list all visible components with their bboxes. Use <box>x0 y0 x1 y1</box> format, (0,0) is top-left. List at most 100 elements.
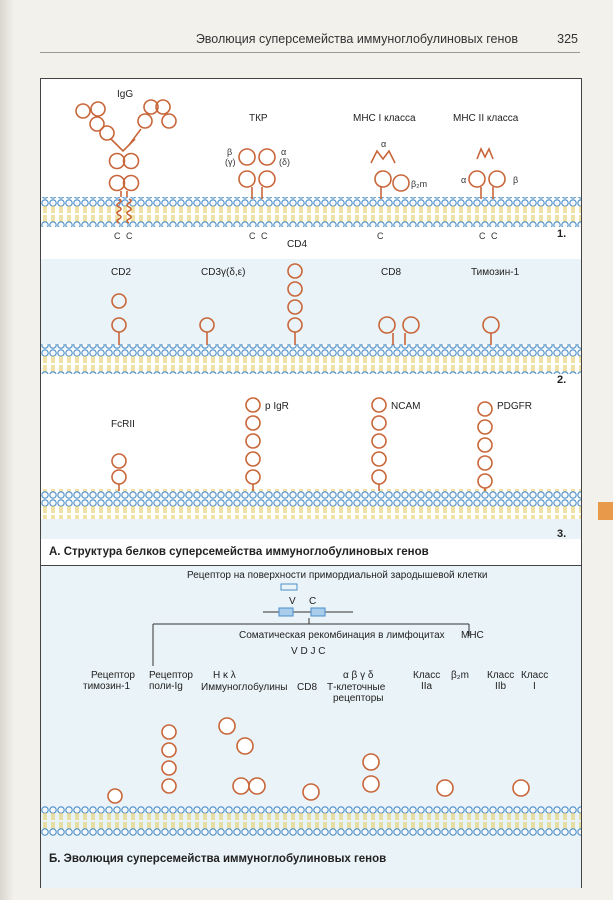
mhc1-b2m-label: β₂m <box>411 179 427 189</box>
tcr-greek-label: α β γ δ <box>343 670 374 681</box>
panel-a: IgG C <box>41 79 581 565</box>
gene-v-label: V <box>289 596 296 607</box>
tcr-c-domain <box>258 170 276 188</box>
cd3-molecule: CD3γ(δ,ε) <box>199 267 245 345</box>
mhc2-molecule: МНС II класса α β C C <box>453 113 519 241</box>
immunoglobulins-label: Иммуноглобулины <box>201 681 288 693</box>
row2-membrane <box>41 344 581 374</box>
igg-tm-helix <box>126 198 132 224</box>
b-tcr-domain <box>362 753 380 771</box>
fcrii-domain <box>111 453 127 469</box>
chapter-thumb-tab <box>598 502 613 520</box>
b-mhc2a-domain <box>436 779 454 797</box>
mhc1-alpha-label: α <box>381 139 386 149</box>
tcr-v-domain <box>258 148 276 166</box>
thymosin-label: Тимозин-1 <box>471 267 520 278</box>
igg-domain <box>137 113 153 129</box>
mhc2-alpha-label: α <box>461 175 466 185</box>
igg-fc-domain <box>122 152 140 170</box>
panel-a-caption: А. Структура белков суперсемейства иммун… <box>49 546 429 558</box>
pigr-domain <box>245 397 261 413</box>
fcrii-molecule: FcRII <box>111 419 135 491</box>
somatic-recombination-label: Соматическая рекомбинация в лимфоцитах <box>239 629 445 641</box>
mhc1-c-terminus: C <box>377 231 384 241</box>
gene-c-label: C <box>309 596 316 607</box>
thymosin-molecule: Тимозин-1 <box>471 267 520 345</box>
igg-domain <box>143 99 159 115</box>
tcr-alpha-label: α <box>281 147 286 157</box>
mhc1-label: МНС I класса <box>353 113 416 124</box>
ncam-domain <box>371 415 387 431</box>
igg-c-domain <box>89 116 105 132</box>
b-mhc1-domain <box>512 779 530 797</box>
b-thymosin-receptor <box>107 788 123 804</box>
b-ig-domain <box>232 777 250 795</box>
pigr-label: p IgR <box>265 401 289 412</box>
panel-b-svg: Рецептор на поверхности примордиальной з… <box>41 570 581 865</box>
panel-b: Рецептор на поверхности примордиальной з… <box>41 565 581 888</box>
igg-stalk <box>120 191 128 197</box>
mhc2-alpha-domain <box>468 170 486 188</box>
mhc1-b2m-domain <box>392 174 410 192</box>
b-polyig-domain <box>161 724 177 740</box>
running-title: Эволюция суперсемейства иммуноглобулинов… <box>195 32 518 46</box>
mhc2-stalk <box>480 187 494 199</box>
tcr-v-domain <box>238 148 256 166</box>
tcr-delta-label: (δ) <box>279 157 290 167</box>
cd2-label: CD2 <box>111 267 131 278</box>
cd8-label: CD8 <box>381 267 401 278</box>
ncam-domain <box>371 451 387 467</box>
pigr-molecule: p IgR <box>245 397 289 491</box>
cd8-v-domain <box>378 316 396 334</box>
cd8-molecule: CD8 <box>378 267 420 345</box>
igg-hinge <box>128 128 142 146</box>
cd4-molecule: CD4 <box>287 239 307 345</box>
pdgfr-molecule: PDGFR <box>477 401 532 491</box>
ig-chains-label: H κ λ <box>213 670 236 681</box>
figure-box: IgG C <box>40 78 582 888</box>
b-polyig-domain <box>161 778 177 794</box>
cd2-molecule: CD2 <box>111 267 131 345</box>
mhc2-domain <box>476 147 494 160</box>
tcr-stalk <box>251 187 263 199</box>
gene-box <box>280 583 298 591</box>
mhc2-beta-label: β <box>513 175 518 185</box>
pigr-domain <box>245 433 261 449</box>
cd8-tree-label: CD8 <box>297 682 317 693</box>
vdjc-label: V D J C <box>291 646 325 657</box>
fcrii-label: FcRII <box>111 419 135 430</box>
primordial-receptor-title: Рецептор на поверхности примордиальной з… <box>187 570 488 581</box>
igg-tm-helix <box>116 198 122 224</box>
cd8-stalk <box>392 333 406 345</box>
igg-molecule: IgG C <box>75 89 177 241</box>
mhc2-beta-domain <box>488 170 506 188</box>
b-ig-domain <box>218 717 236 735</box>
ncam-domain <box>371 397 387 413</box>
panel-b-caption: Б. Эволюция суперсемейства иммуноглобули… <box>49 853 386 865</box>
pdgfr-domain <box>477 437 493 453</box>
b-tcr-domain <box>362 775 380 793</box>
pdgfr-domain <box>477 455 493 471</box>
igg-c-terminus: C <box>114 231 121 241</box>
igg-fc-domain <box>108 174 126 192</box>
cd4-domain <box>287 263 303 279</box>
tcr-gamma-label: (γ) <box>225 157 236 167</box>
igg-c-terminus: C <box>126 231 133 241</box>
cd3-label: CD3γ(δ,ε) <box>201 267 245 278</box>
gene-c-exon <box>310 607 326 617</box>
b-ig-domain <box>248 777 266 795</box>
panel-a-svg: IgG C <box>41 79 581 558</box>
mhc-tree-label: МНС <box>461 630 484 641</box>
ncam-label: NCAM <box>391 401 420 412</box>
row-number-2: 2. <box>557 374 566 386</box>
mhc2-c-terminus: C <box>479 231 486 241</box>
row3-membrane <box>41 489 581 519</box>
panel-b-membrane <box>41 806 581 836</box>
pdgfr-domain <box>477 419 493 435</box>
page-edge-shadow <box>0 0 14 900</box>
